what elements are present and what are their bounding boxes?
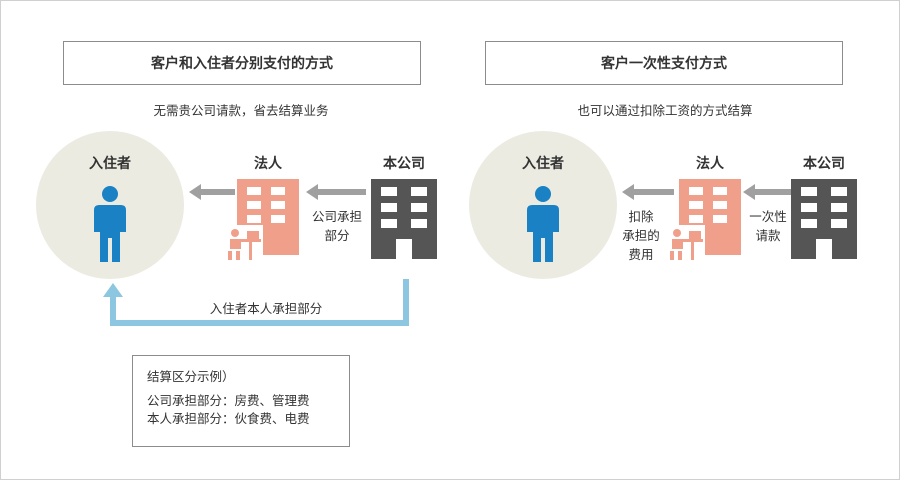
right-corp-to-resident-caption-1: 扣除 [628,209,654,224]
note-line-company-share: 公司承担部分：房费、管理费 [147,393,310,408]
settlement-example-note: 结算区分示例） 公司承担部分：房费、管理费 本人承担部分：伙食费、电费 [132,355,350,447]
left-corporation-building-icon [225,179,299,261]
left-arrow-company-to-resident [103,279,409,326]
right-company-to-corp-caption-1: 一次性 [749,209,787,224]
right-company-label: 本公司 [803,156,845,172]
right-subtitle: 也可以通过扣除工资的方式结算 [577,103,753,118]
left-resident-person-icon [94,186,126,262]
left-arrow-corp-to-resident [189,184,235,200]
right-arrow-company-to-corp [743,184,793,200]
left-resident-label: 入住者 [89,156,131,172]
right-corporation-building-icon [667,179,741,261]
right-title: 客户一次性支付方式 [485,41,843,85]
note-heading: 结算区分示例） [147,369,235,384]
left-company-label: 本公司 [383,156,425,172]
right-corporation-label: 法人 [696,156,724,172]
left-company-building-icon [371,179,437,259]
left-title: 客户和入住者分别支付的方式 [63,41,421,85]
right-corp-to-resident-caption-3: 费用 [628,247,654,262]
left-subtitle: 无需贵公司请款，省去结算业务 [153,103,329,118]
right-company-to-corp-caption-2: 请款 [755,228,781,243]
right-resident-label: 入住者 [522,156,564,172]
left-arrow-company-to-corp [306,184,366,200]
left-company-to-corp-caption-1: 公司承担 [311,209,362,224]
left-company-to-corp-caption-2: 部分 [324,228,350,243]
right-company-building-icon [791,179,857,259]
left-corporation-label: 法人 [254,156,282,172]
right-arrow-corp-to-resident [622,184,674,200]
left-resident-payment-caption: 入住者本人承担部分 [209,301,323,316]
right-resident-person-icon [527,186,559,262]
note-line-personal-share: 本人承担部分：伙食费、电费 [147,411,310,426]
right-corp-to-resident-caption-2: 承担的 [622,228,660,243]
